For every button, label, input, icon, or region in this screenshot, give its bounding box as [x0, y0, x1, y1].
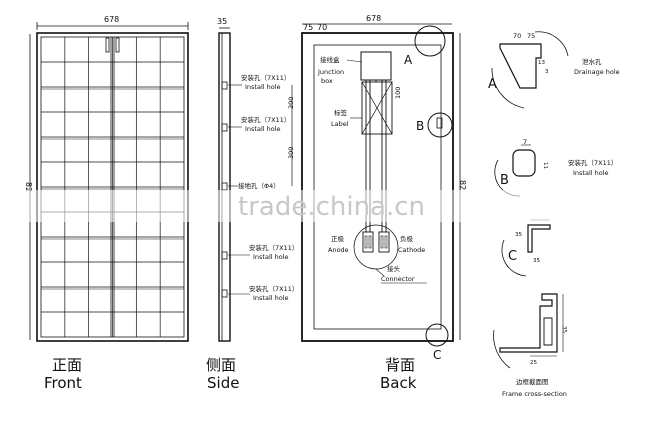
front-title-cn: 正面 — [52, 356, 82, 374]
detail-c-mark: C — [508, 249, 517, 264]
detail-b-dim1: 7 — [523, 138, 527, 146]
side-label-3-cn: 接地孔（Φ4） — [238, 181, 280, 190]
label-cn: 标签 — [334, 108, 348, 117]
anode-cn: 正极 — [331, 234, 345, 243]
junction-en2: box — [321, 77, 333, 85]
side-label-2-cn: 安装孔（7X11） — [241, 115, 290, 124]
detail-a-dim2: 75 — [527, 32, 535, 40]
detail-b-install-en: Install hole — [573, 169, 609, 177]
junction-en1: Junction — [317, 68, 344, 76]
cathode-en: Cathode — [398, 246, 425, 254]
side-view: 35 200 300 安装孔（7X11） Install hole 安装孔（7X… — [206, 17, 298, 392]
detail-b: 7 11 B 安装孔（7X11） Install hole — [494, 138, 617, 197]
detail-a-dim4: 3 — [545, 69, 549, 75]
connector-cn: 接头 — [387, 264, 401, 273]
detail-c: 35 35 C — [501, 219, 551, 277]
box-dim: 100 — [394, 87, 402, 99]
front-title-en: Front — [44, 374, 82, 392]
frame-dim-h: 35 — [561, 326, 567, 333]
watermark-band — [0, 190, 655, 222]
side-label-2-en: Install hole — [245, 125, 281, 133]
frame-dim-w: 25 — [530, 360, 537, 366]
label-en: Label — [331, 120, 349, 128]
side-depth-label: 35 — [217, 17, 227, 26]
connector-en: Connector — [381, 275, 415, 283]
frame-section: 25 35 边框截面图 Frame cross-section — [493, 293, 567, 398]
front-cell-grid — [41, 37, 184, 337]
anode-en: Anode — [328, 246, 349, 254]
detail-a: A 70 75 13 3 泄水孔 Drainage hole — [488, 31, 620, 109]
detail-b-install-cn: 安装孔（7X11） — [568, 158, 617, 167]
back-width-label: 678 — [366, 14, 381, 23]
side-title-en: Side — [207, 374, 239, 392]
front-height-label: 82 — [24, 182, 33, 192]
back-mark-c: C — [433, 348, 441, 362]
front-width-label: 678 — [104, 15, 119, 24]
front-view: 678 82 正面 Front — [24, 15, 189, 392]
side-label-1-en: Install hole — [245, 83, 281, 91]
detail-c-dim1: 35 — [515, 232, 522, 238]
detail-a-dim3: 13 — [538, 60, 545, 66]
back-edge-a: 75 — [303, 23, 313, 32]
back-mark-b: B — [416, 119, 424, 133]
side-spacing-2: 300 — [287, 147, 295, 159]
back-edge-b: 70 — [317, 23, 327, 32]
side-spacing-1: 200 — [287, 97, 295, 109]
back-title-en: Back — [380, 374, 417, 392]
back-view: 678 75 70 82 100 接线盒 Junction box 标签 Lab… — [301, 14, 467, 392]
junction-cn: 接线盒 — [320, 55, 340, 64]
side-title-cn: 侧面 — [206, 356, 236, 374]
back-mark-a: A — [404, 53, 413, 67]
cathode-cn: 负极 — [400, 234, 414, 243]
frame-title-en: Frame cross-section — [502, 390, 567, 398]
side-label-4-en: Install hole — [253, 253, 289, 261]
detail-a-mark: A — [488, 77, 497, 92]
side-label-5-cn: 安装孔（7X11） — [249, 284, 298, 293]
watermark: trade.china.cn — [238, 192, 425, 222]
detail-a-dim1: 70 — [513, 32, 521, 40]
back-title-cn: 背面 — [385, 356, 415, 374]
drainage-en: Drainage hole — [574, 68, 620, 76]
back-height-label: 82 — [458, 180, 467, 190]
detail-b-dim2: 11 — [542, 162, 548, 169]
side-label-4-cn: 安装孔（7X11） — [249, 243, 298, 252]
side-label-1-cn: 安装孔（7X11） — [241, 73, 290, 82]
drainage-cn: 泄水孔 — [582, 57, 602, 66]
detail-c-dim2: 35 — [533, 258, 540, 264]
frame-title-cn: 边框截面图 — [516, 377, 549, 386]
detail-b-mark: B — [500, 173, 509, 188]
side-label-5-en: Install hole — [253, 294, 289, 302]
